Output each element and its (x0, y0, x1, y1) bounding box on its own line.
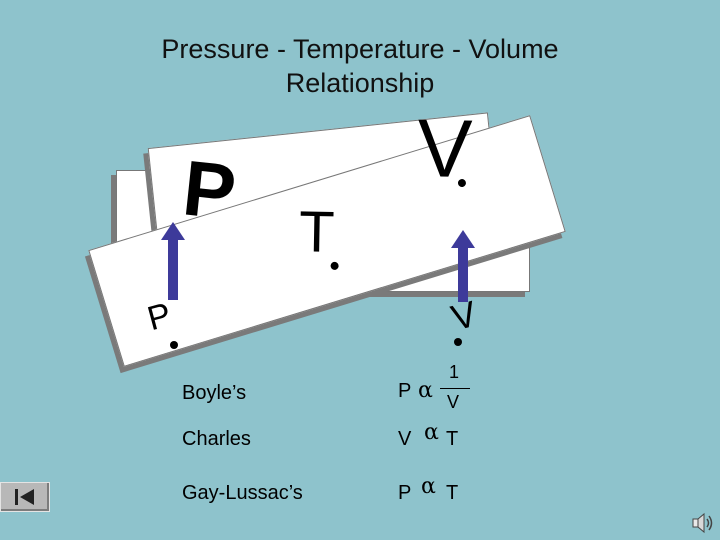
fraction-bar (440, 388, 470, 389)
boyles-denominator: V (447, 392, 460, 412)
gay-lussac-proportional-symbol: α (421, 474, 436, 499)
small-p-dot (170, 341, 178, 349)
boyles-numerator: 1 (449, 362, 460, 382)
charles-left: V (398, 428, 412, 450)
title-line-1: Pressure - Temperature - Volume (161, 34, 559, 64)
speaker-icon[interactable] (690, 510, 716, 536)
charles-proportional-symbol: α (424, 420, 439, 445)
slide-title: Pressure - Temperature - Volume Relation… (0, 32, 720, 100)
t-dot (329, 260, 340, 271)
first-slide-button[interactable] (0, 482, 50, 512)
boyles-proportional-symbol: α (418, 378, 433, 403)
small-v-dot (454, 338, 462, 346)
boyles-law-name: Boyle’s (182, 382, 247, 404)
pressure-up-arrow-icon (161, 222, 185, 300)
volume-up-arrow-icon (451, 230, 475, 302)
gay-lussac-law-name: Gay-Lussac’s (182, 482, 303, 504)
title-line-2: Relationship (285, 68, 435, 98)
gay-lussac-right: T (446, 482, 459, 504)
first-slide-icon (20, 489, 34, 505)
charles-right: T (446, 428, 459, 450)
big-v-letter: V (416, 103, 473, 196)
gay-lussac-left: P (398, 482, 412, 504)
boyles-left: P (398, 380, 412, 402)
first-slide-bar-icon (15, 489, 18, 505)
charles-law-name: Charles (182, 428, 251, 450)
big-t-letter: T (298, 199, 336, 265)
